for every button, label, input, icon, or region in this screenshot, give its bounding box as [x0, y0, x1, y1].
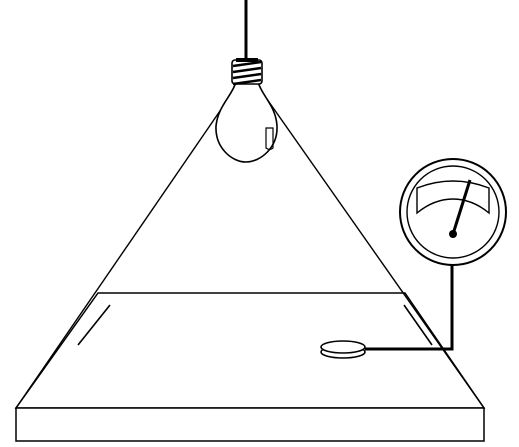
analog-meter-icon [399, 158, 507, 266]
light-bulb-icon [215, 58, 278, 163]
table-slab [14, 292, 486, 442]
sensor-wire [365, 262, 454, 351]
light-sensor-disc [320, 340, 366, 359]
